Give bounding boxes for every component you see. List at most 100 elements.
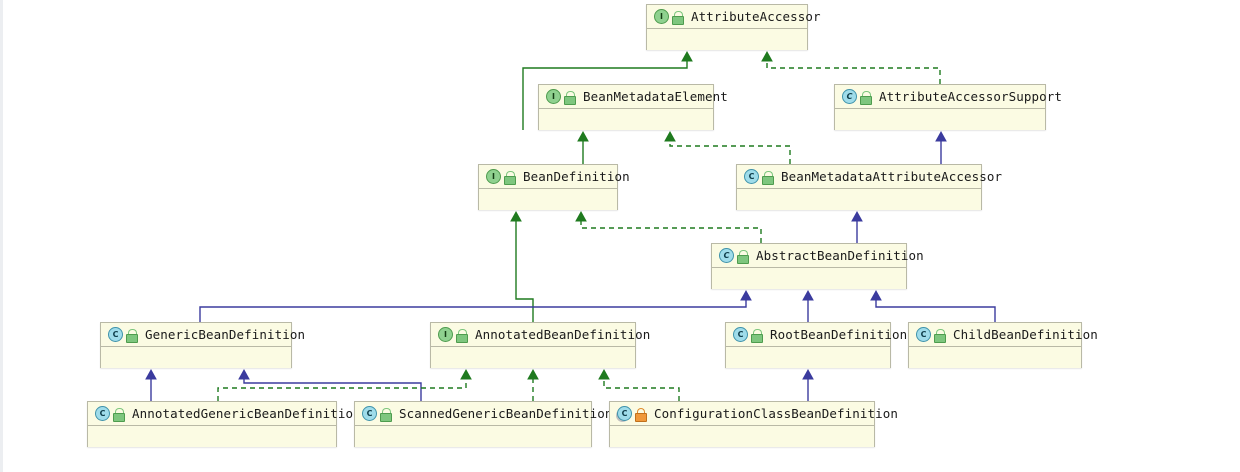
class-node-members — [737, 189, 981, 210]
lock-shackle — [115, 407, 124, 415]
public-lock-icon — [456, 328, 468, 343]
lock-body — [380, 412, 392, 422]
lock-shackle — [739, 249, 748, 257]
lock-shackle — [936, 328, 945, 336]
public-lock-icon — [934, 328, 946, 343]
class-node-attribute-accessor[interactable]: I AttributeAccessor — [646, 4, 821, 50]
lock-shackle — [128, 328, 137, 336]
class-node-header: C AttributeAccessorSupport — [835, 85, 1062, 109]
class-icon: C — [744, 169, 759, 184]
lock-shackle — [382, 407, 391, 415]
class-node-label: BeanMetadataElement — [583, 89, 728, 104]
class-node-header: C ChildBeanDefinition — [909, 323, 1098, 347]
lock-shackle — [506, 170, 515, 178]
public-lock-icon — [751, 328, 763, 343]
class-node-members — [726, 347, 890, 368]
class-node-members — [712, 268, 906, 289]
class-icon: C — [719, 248, 734, 263]
class-node-scanned-generic-bean-definition[interactable]: C ScannedGenericBeanDefinition — [354, 401, 612, 447]
class-node-attribute-accessor-support[interactable]: C AttributeAccessorSupport — [834, 84, 1062, 130]
lock-body — [672, 15, 684, 25]
lock-body — [456, 333, 468, 343]
public-lock-icon — [762, 170, 774, 185]
class-node-bean-metadata-attribute-accessor[interactable]: C BeanMetadataAttributeAccessor — [736, 164, 1002, 210]
class-node-label: ConfigurationClassBeanDefinition — [654, 406, 899, 421]
class-node-label: BeanDefinition — [523, 169, 630, 184]
class-node-configuration-class-bean-definition[interactable]: C ConfigurationClassBeanDefinition — [609, 401, 898, 447]
lock-shackle — [764, 170, 773, 178]
class-icon: C — [733, 327, 748, 342]
class-node-header: I BeanMetadataElement — [539, 85, 728, 109]
class-node-label: AnnotatedGenericBeanDefinition — [132, 406, 361, 421]
lock-shackle — [637, 407, 645, 415]
class-node-members — [355, 426, 591, 447]
class-node-label: RootBeanDefinition — [770, 327, 908, 342]
lock-shackle — [862, 90, 871, 98]
class-icon: C — [95, 406, 110, 421]
class-node-child-bean-definition[interactable]: C ChildBeanDefinition — [908, 322, 1098, 368]
class-node-members — [88, 426, 336, 447]
public-lock-icon — [113, 407, 125, 422]
interface-icon: I — [546, 89, 561, 104]
class-icon: C — [617, 406, 632, 421]
lock-body — [126, 333, 138, 343]
class-node-header: I AnnotatedBeanDefinition — [431, 323, 650, 347]
lock-body — [113, 412, 125, 422]
lock-shackle — [674, 10, 683, 18]
class-node-annotated-bean-definition[interactable]: I AnnotatedBeanDefinition — [430, 322, 650, 368]
class-node-members — [835, 109, 1045, 130]
public-lock-icon — [126, 328, 138, 343]
class-node-members — [479, 189, 617, 210]
class-node-header: C GenericBeanDefinition — [101, 323, 305, 347]
class-node-label: ChildBeanDefinition — [953, 327, 1098, 342]
interface-icon: I — [438, 327, 453, 342]
lock-body — [504, 175, 516, 185]
class-node-members — [101, 347, 291, 368]
class-node-label: AnnotatedBeanDefinition — [475, 327, 651, 342]
canvas-left-gutter — [0, 0, 3, 472]
class-node-members — [539, 109, 713, 130]
lock-shackle — [753, 328, 762, 336]
class-node-header: C RootBeanDefinition — [726, 323, 907, 347]
interface-icon: I — [486, 169, 501, 184]
class-node-label: ScannedGenericBeanDefinition — [399, 406, 613, 421]
class-node-label: GenericBeanDefinition — [145, 327, 306, 342]
lock-body — [934, 333, 946, 343]
class-node-bean-metadata-element[interactable]: I BeanMetadataElement — [538, 84, 728, 130]
class-node-header: I BeanDefinition — [479, 165, 630, 189]
class-node-members — [610, 426, 874, 447]
lock-body — [762, 175, 774, 185]
interface-icon: I — [654, 9, 669, 24]
public-lock-icon — [380, 407, 392, 422]
class-node-members — [647, 29, 807, 50]
class-node-header: I AttributeAccessor — [647, 5, 821, 29]
class-node-generic-bean-definition[interactable]: C GenericBeanDefinition — [100, 322, 305, 368]
class-node-members — [431, 347, 635, 368]
class-node-label: BeanMetadataAttributeAccessor — [781, 169, 1003, 184]
lock-body — [751, 333, 763, 343]
public-lock-icon — [737, 249, 749, 264]
lock-shackle — [458, 328, 467, 336]
public-lock-icon — [672, 10, 684, 25]
class-icon: C — [362, 406, 377, 421]
class-icon: C — [916, 327, 931, 342]
class-node-root-bean-definition[interactable]: C RootBeanDefinition — [725, 322, 907, 368]
private-lock-icon — [635, 407, 647, 422]
lock-body — [564, 95, 576, 105]
class-node-header: C BeanMetadataAttributeAccessor — [737, 165, 1002, 189]
class-node-label: AttributeAccessorSupport — [879, 89, 1063, 104]
class-node-bean-definition[interactable]: I BeanDefinition — [478, 164, 630, 210]
class-node-label: AttributeAccessor — [691, 9, 821, 24]
public-lock-icon — [564, 90, 576, 105]
class-node-annotated-generic-bean-definition[interactable]: C AnnotatedGenericBeanDefinition — [87, 401, 361, 447]
lock-shackle — [566, 90, 575, 98]
class-node-header: C AnnotatedGenericBeanDefinition — [88, 402, 361, 426]
class-node-header: C ScannedGenericBeanDefinition — [355, 402, 612, 426]
class-icon: C — [108, 327, 123, 342]
lock-body — [737, 254, 749, 264]
class-icon: C — [842, 89, 857, 104]
